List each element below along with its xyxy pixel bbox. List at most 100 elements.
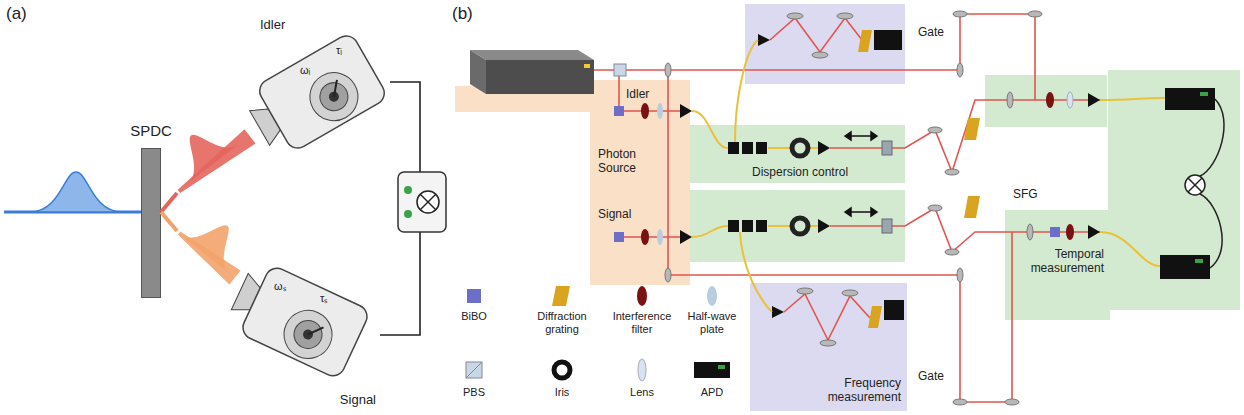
fiber (740, 232, 772, 312)
filter (641, 229, 649, 245)
mirror (812, 52, 828, 58)
laser (584, 64, 590, 68)
laser-beam (624, 236, 680, 238)
filter (657, 103, 663, 119)
dial-symbol: τᵢ (336, 44, 342, 57)
correlator (417, 191, 439, 213)
mirror (665, 11, 1042, 405)
idler-camera (327, 80, 343, 97)
legend-label: Iris (529, 386, 595, 399)
crystal (614, 232, 624, 242)
grating (964, 196, 980, 218)
fiber-coil (792, 140, 808, 156)
stage-block (882, 141, 892, 233)
laser (470, 50, 594, 60)
coupler (1088, 93, 1100, 107)
signal-camera (276, 303, 340, 367)
coupler (772, 306, 784, 318)
legend-label: Diffraction grating (529, 310, 595, 335)
legend-symbol (466, 362, 482, 378)
pump-pulse (30, 172, 122, 212)
filter (1066, 224, 1074, 240)
coupler (758, 34, 770, 46)
laser-beam (784, 294, 870, 340)
delay-arrow (871, 208, 877, 216)
mirror (842, 290, 858, 296)
node-label: Dispersion control (752, 166, 848, 180)
signal-camera (239, 264, 371, 379)
delay-arrow (871, 132, 877, 140)
fiber-bench (742, 220, 753, 232)
filter (641, 92, 1074, 245)
mirror (665, 268, 671, 282)
coupler (680, 34, 1100, 318)
idler-pulse (166, 116, 239, 184)
laser-beam (624, 110, 680, 112)
fiber-coil (792, 140, 808, 234)
apd (874, 30, 902, 50)
coupler (818, 141, 830, 155)
legend-label: BiBO (441, 310, 507, 323)
filter (1046, 92, 1054, 108)
pump-pulse (4, 172, 141, 212)
fiber-bench (728, 142, 739, 154)
delay-arrow (845, 208, 851, 216)
frequency-band: Frequency measurement (750, 283, 907, 411)
legend-symbol (638, 359, 646, 381)
fiber (1100, 232, 1160, 266)
delay-arrow (848, 211, 874, 213)
crystal (614, 64, 1060, 242)
signal-camera (289, 316, 326, 353)
laser-beam (594, 69, 960, 71)
fiber (735, 40, 758, 142)
mirror (945, 169, 959, 175)
mirror (957, 268, 963, 282)
fiber-bench (742, 142, 753, 154)
coincidence-counter (1188, 178, 1202, 192)
coupler (680, 104, 692, 118)
delay-arrow (848, 135, 874, 137)
coincidence-wire (1200, 194, 1222, 268)
coincidence-wire (1200, 99, 1224, 176)
fiber (692, 111, 728, 148)
apd (1165, 88, 1215, 110)
node-label: Photon Source (598, 148, 660, 176)
beam-label: Gate (918, 26, 944, 40)
dial-symbol: ωₛ (274, 280, 286, 293)
correlator (404, 210, 412, 218)
laser-beam (770, 18, 862, 52)
fiber-bench (756, 220, 767, 232)
laser-beam (830, 100, 1100, 172)
mirror (820, 340, 836, 346)
signal-pulse (180, 206, 252, 274)
node-label: Signal (340, 393, 376, 408)
panel-ground (455, 4, 1240, 310)
signal-camera (224, 257, 371, 380)
legend-symbol (718, 365, 725, 369)
apd (874, 30, 1215, 320)
mirror (1005, 399, 1019, 405)
filter (1067, 92, 1073, 108)
signal-camera (308, 323, 323, 339)
fiber-bench (728, 220, 739, 232)
laser (470, 50, 594, 94)
idler-camera (301, 64, 367, 130)
idler-camera (255, 32, 388, 153)
node-label: SFG (1013, 188, 1038, 202)
mirror (957, 63, 963, 77)
mirror (928, 127, 942, 133)
legend-label: Lens (609, 386, 675, 399)
fiber (768, 147, 791, 149)
filter (657, 229, 663, 245)
coincidence-counter (1188, 178, 1202, 192)
idler-pulse (166, 116, 239, 184)
panel-ground (985, 75, 1107, 127)
legend-symbol (552, 286, 570, 306)
legend-symbol (637, 286, 647, 306)
beam-stub (161, 193, 177, 212)
grating (858, 30, 980, 328)
legend-label: Interference filter (609, 310, 675, 335)
correlator (420, 194, 436, 210)
correlator (398, 172, 446, 232)
legend-label: APD (679, 386, 745, 399)
